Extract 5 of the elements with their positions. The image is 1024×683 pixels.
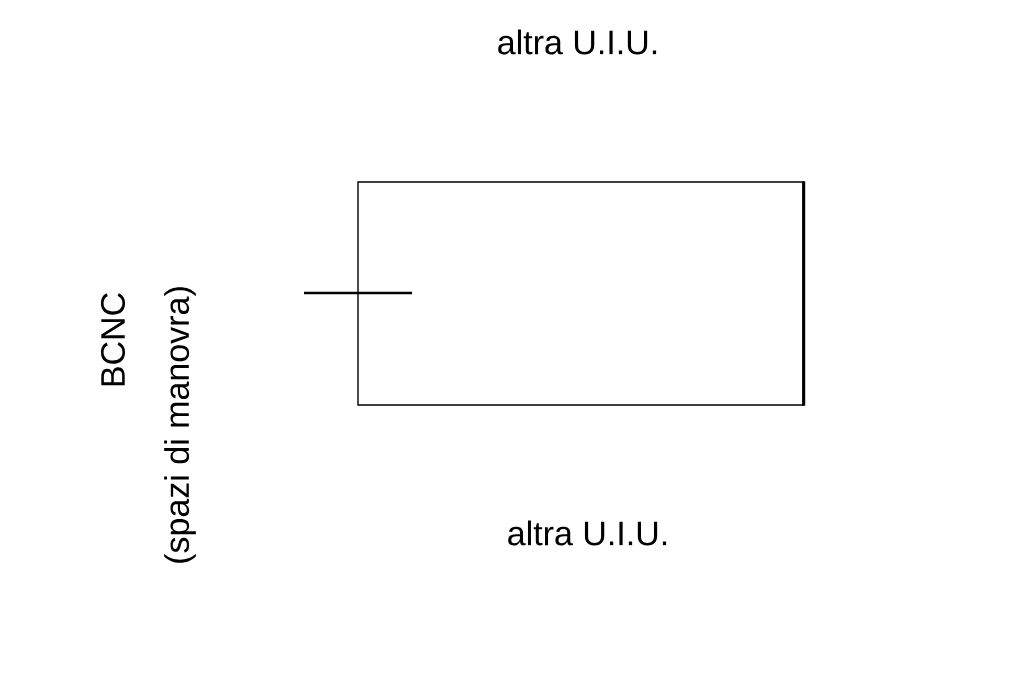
area-label: altra U.I.U.	[508, 520, 667, 546]
area-label: (spazi di manovra)	[164, 287, 196, 563]
area-label: BCNC	[100, 293, 126, 386]
area-label: altra U.I.U.	[498, 29, 657, 55]
unit-outline	[357, 181, 806, 406]
